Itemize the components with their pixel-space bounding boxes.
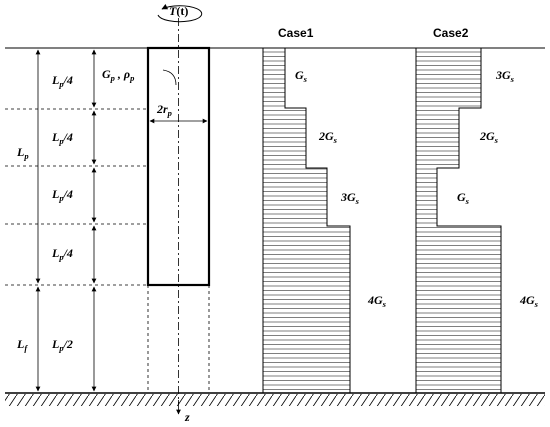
z-axis-label: z: [184, 410, 190, 424]
pile-radius-label: 2rp: [156, 102, 172, 118]
dim-label-seg2: Lp/4: [51, 130, 73, 146]
dim-label-seg4: Lp/4: [51, 246, 73, 262]
case1-outline: [262, 47, 351, 393]
case2-title: Case2: [433, 26, 469, 40]
case1-layer4-label: 4Gs: [367, 293, 387, 309]
torque-label: T(t): [169, 4, 188, 18]
case1-layer2-label: 2Gs: [318, 129, 338, 145]
torque-rotation-icon: [157, 3, 203, 23]
case2-layer1-label: 3Gs: [495, 68, 515, 84]
pile-props-leader: [162, 69, 177, 86]
case2-profile: 3Gs 2Gs Gs 4Gs: [415, 47, 539, 393]
case1-layer3-label: 3Gs: [340, 190, 360, 206]
dim-label-Lf: Lf: [16, 337, 28, 353]
dim-label-seg5: Lp/2: [51, 337, 73, 353]
pile-props-label: Gp , ρp: [102, 67, 134, 83]
case2-layer3-label: Gs: [457, 190, 470, 206]
case2-hatch: [416, 51, 501, 390]
case2-outline: [415, 47, 502, 393]
case1-profile: Gs 2Gs 3Gs 4Gs: [262, 47, 387, 393]
dim-label-seg1: Lp/4: [51, 73, 73, 89]
case2-layer4-label: 4Gs: [519, 293, 539, 309]
dim-label-Lp: Lp: [16, 145, 29, 161]
case1-title: Case1: [278, 26, 314, 40]
dim-label-seg3: Lp/4: [51, 187, 73, 203]
case1-hatch: [263, 51, 350, 390]
case1-layer1-label: Gs: [295, 68, 308, 84]
case2-layer2-label: 2Gs: [479, 129, 499, 145]
ground-hatch: [5, 394, 545, 406]
